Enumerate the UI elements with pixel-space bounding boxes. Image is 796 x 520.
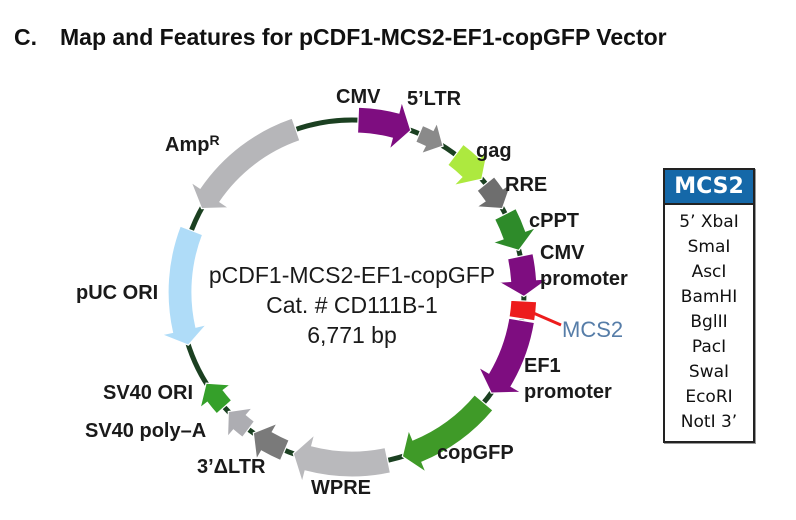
feature-arc-mcs2-marker bbox=[508, 299, 538, 322]
label-puc-ori: pUC ORI bbox=[76, 282, 159, 304]
feature-arc-copgfp bbox=[401, 393, 494, 474]
label-ef1-line2: promoter bbox=[524, 381, 612, 403]
feature-arc-wpre bbox=[292, 432, 392, 485]
label-cmv-promoter: CMV promoter bbox=[540, 240, 628, 292]
restriction-site: AscI bbox=[691, 262, 727, 282]
label-5ltr: 5’LTR bbox=[407, 88, 462, 110]
label-cmv: CMV bbox=[336, 86, 381, 108]
restriction-site: SmaI bbox=[687, 237, 731, 257]
feature-arc-cmv bbox=[356, 99, 412, 152]
label-ampr-superscript: R bbox=[209, 132, 220, 148]
label-cmv-promoter-line1: CMV bbox=[540, 242, 585, 264]
feature-arcs bbox=[159, 99, 551, 485]
label-ef1-line1: EF1 bbox=[524, 355, 561, 377]
feature-arc-sv40-ori bbox=[199, 382, 233, 415]
label-sv40-ori: SV40 ORI bbox=[103, 382, 194, 404]
plasmid-size: 6,771 bp bbox=[307, 322, 397, 348]
feature-arc-rre bbox=[475, 175, 513, 210]
feature-arc-dltr3 bbox=[252, 422, 290, 462]
feature-arc-gag bbox=[446, 143, 489, 187]
restriction-site: SwaI bbox=[688, 362, 730, 382]
feature-arc-cppt bbox=[490, 207, 538, 252]
label-sv40-polya: SV40 poly–A bbox=[85, 420, 207, 442]
restriction-site: BamHI bbox=[680, 287, 738, 307]
feature-arc-sv40-polya bbox=[226, 407, 256, 439]
label-copgfp: copGFP bbox=[437, 442, 514, 464]
label-ampr-base: Amp bbox=[165, 134, 210, 156]
label-ef1-promoter: EF1 promoter bbox=[524, 353, 612, 405]
mcs2-box: MCS2 5’ XbaI SmaI AscI BamHI BglII PacI SwaI Ec… bbox=[663, 168, 755, 443]
label-cmv-promoter-line2: promoter bbox=[540, 268, 628, 290]
feature-arc-cmv-promoter bbox=[496, 252, 551, 298]
label-cppt: cPPT bbox=[529, 210, 580, 232]
mcs2-box-header: MCS2 bbox=[665, 170, 753, 205]
page-title: C. Map and Features for pCDF1-MCS2-EF1-c… bbox=[14, 24, 667, 51]
feature-arc-puc-ori bbox=[159, 225, 209, 346]
label-mcs2-callout: MCS2 bbox=[562, 317, 624, 342]
label-ampr: AmpR bbox=[165, 128, 220, 158]
mcs2-site-list: 5’ XbaI SmaI AscI BamHI BglII PacI SwaI EcoRI No… bbox=[665, 205, 753, 441]
plasmid-catalog: Cat. # CD111B-1 bbox=[266, 292, 438, 318]
restriction-site: PacI bbox=[691, 337, 727, 357]
restriction-site: EcoRI bbox=[685, 387, 733, 407]
mcs2-callout-line bbox=[530, 310, 562, 327]
feature-arc-ef1-promoter bbox=[477, 317, 536, 394]
restriction-site: 5’ XbaI bbox=[679, 212, 739, 232]
label-wpre: WPRE bbox=[311, 477, 371, 499]
restriction-site: BglII bbox=[690, 312, 728, 332]
label-rre: RRE bbox=[505, 174, 548, 196]
restriction-site: NotI 3’ bbox=[680, 412, 738, 432]
title-text: Map and Features for pCDF1-MCS2-EF1-copG… bbox=[60, 24, 667, 50]
plasmid-center-text: pCDF1-MCS2-EF1-copGFP Cat. # CD111B-1 6,… bbox=[160, 260, 544, 350]
title-index: C. bbox=[14, 24, 37, 50]
feature-arc-ltr5 bbox=[414, 121, 444, 155]
feature-arc-ampr bbox=[189, 117, 301, 210]
label-3dltr: 3’ΔLTR bbox=[197, 456, 266, 478]
plasmid-name: pCDF1-MCS2-EF1-copGFP bbox=[208, 262, 496, 288]
label-gag: gag bbox=[476, 140, 512, 162]
